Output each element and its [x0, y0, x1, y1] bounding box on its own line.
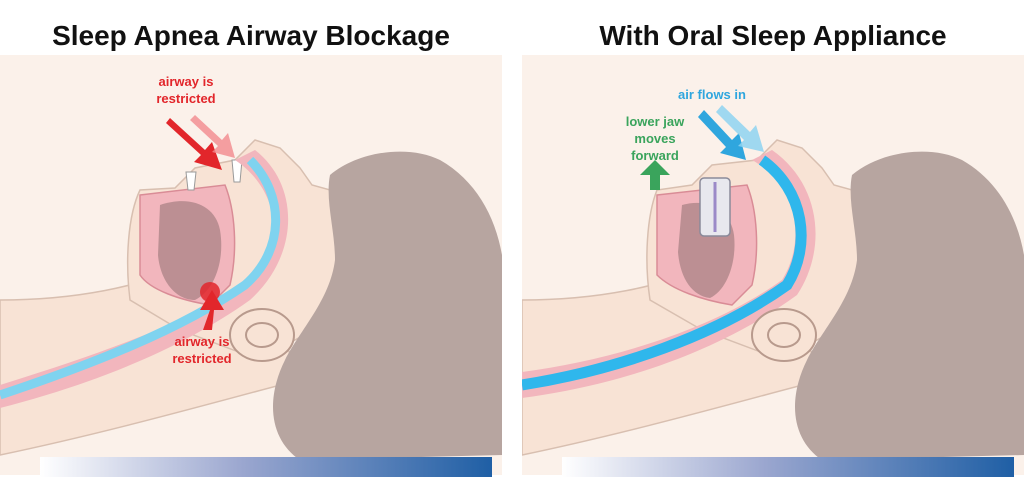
upper-teeth: [185, 171, 197, 191]
label-top-line2: restricted: [156, 91, 215, 106]
right-illustration: air flows in lower jaw moves forward: [522, 55, 1024, 477]
label-bottom-line1: airway is: [175, 334, 230, 349]
label-bottom-line2: restricted: [172, 351, 231, 366]
red-arrow-bottom-icon: [200, 290, 224, 330]
right-panel-oral-appliance: air flows in lower jaw moves forward Wit…: [522, 0, 1024, 490]
label-top-line1: airway is: [159, 74, 214, 89]
panel-title-right: With Oral Sleep Appliance: [599, 20, 947, 51]
label-jaw-line3: forward: [631, 148, 679, 163]
hair: [273, 151, 502, 460]
ear-inner: [767, 322, 801, 348]
ear-inner: [245, 322, 279, 348]
tongue: [158, 201, 222, 300]
airflow-stream: [522, 155, 807, 391]
ear: [229, 308, 295, 362]
mattress: [40, 457, 492, 477]
label-air-flows-in: air flows in: [678, 87, 746, 102]
label-jaw-line2: moves: [634, 131, 675, 146]
left-panel-sleep-apnea: airway is restricted airway is restricte…: [0, 0, 502, 490]
red-arrow-top-icon: [166, 118, 222, 170]
airflow-stream: [0, 156, 281, 400]
red-arrow-top-2-icon: [190, 115, 235, 158]
blue-arrow-icon: [698, 110, 746, 160]
blue-arrow-2-icon: [716, 105, 764, 152]
green-arrow-icon: [640, 160, 670, 190]
ear: [751, 308, 817, 362]
hair: [795, 151, 1024, 460]
label-jaw-line1: lower jaw: [626, 114, 685, 129]
panel-title-left: Sleep Apnea Airway Blockage: [52, 20, 450, 51]
mattress: [562, 457, 1014, 477]
left-illustration: airway is restricted airway is restricte…: [0, 55, 502, 477]
